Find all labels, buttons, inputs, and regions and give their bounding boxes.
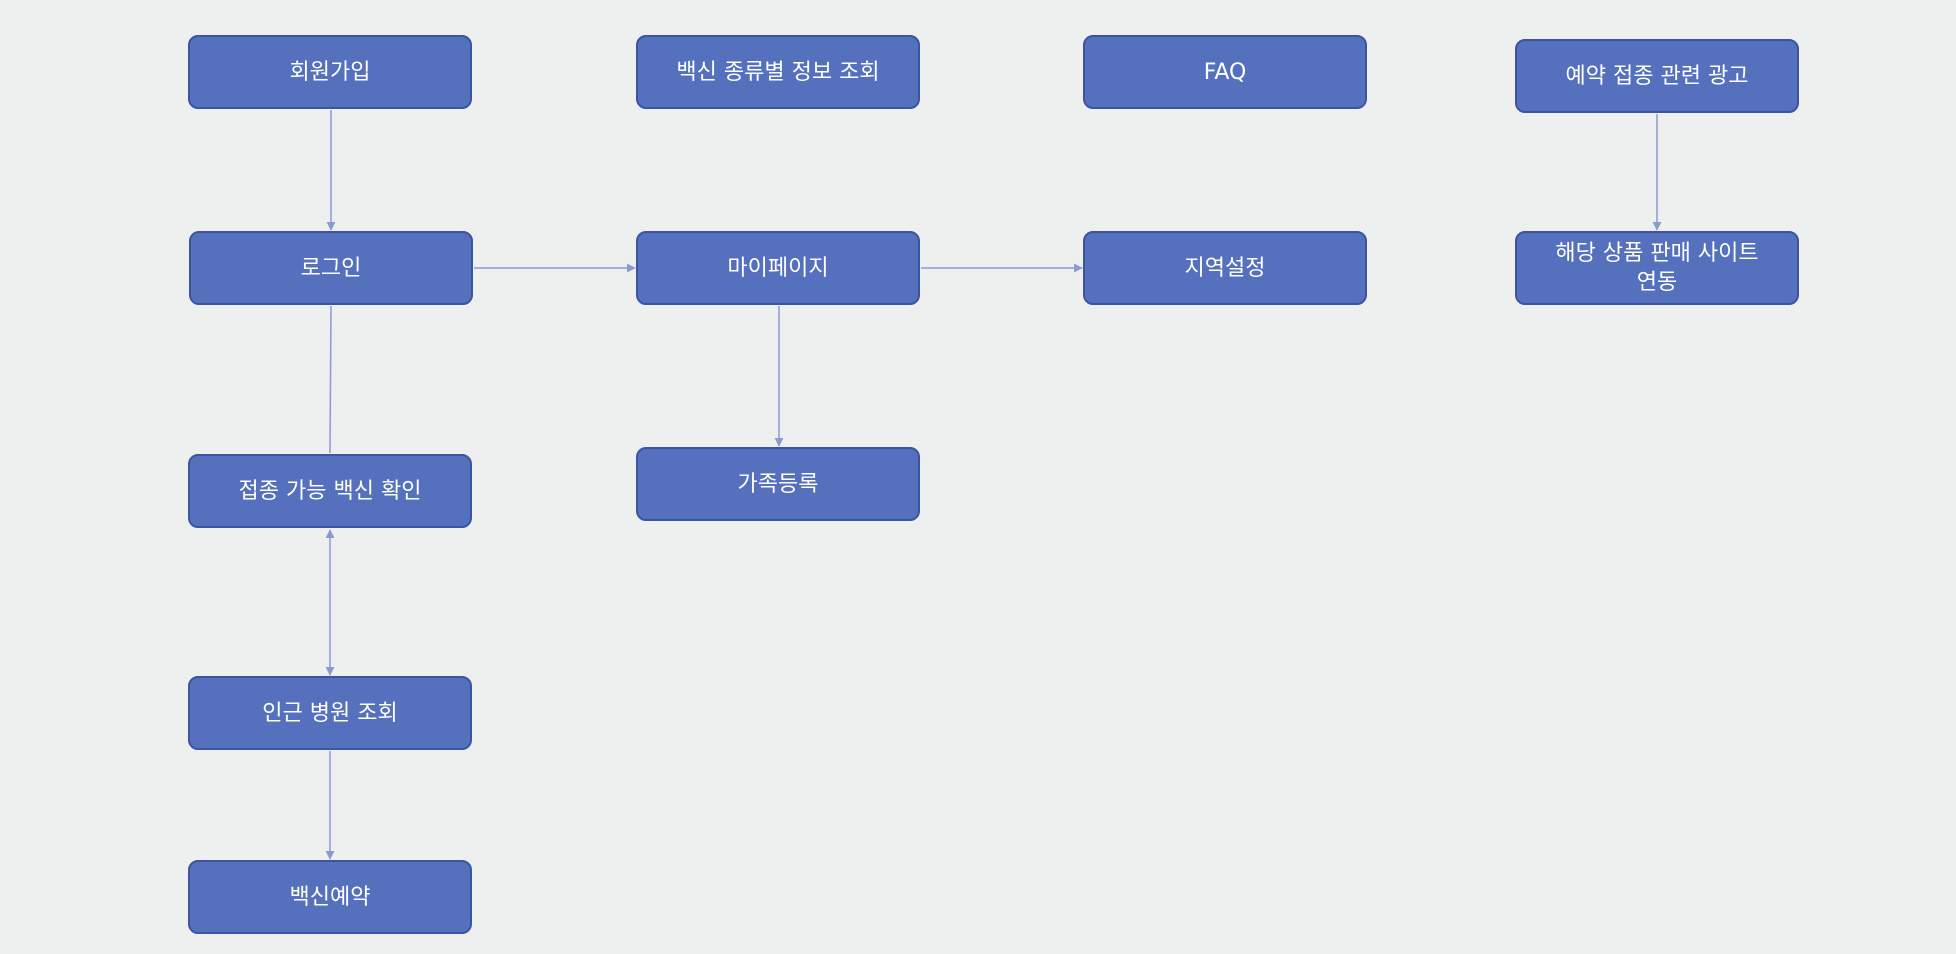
node-signup-label: 회원가입 — [289, 59, 371, 85]
node-faq: FAQ — [1083, 35, 1367, 109]
node-ad-label: 예약 접종 관련 광고 — [1565, 63, 1749, 89]
node-region: 지역설정 — [1083, 231, 1367, 305]
node-login-label: 로그인 — [300, 255, 362, 281]
node-signup: 회원가입 — [188, 35, 472, 109]
node-faq-label: FAQ — [1203, 59, 1247, 85]
node-nearby-hospital-label: 인근 병원 조회 — [262, 700, 398, 726]
node-family: 가족등록 — [636, 447, 920, 521]
node-region-label: 지역설정 — [1184, 255, 1266, 281]
node-mypage-label: 마이페이지 — [727, 255, 829, 281]
node-vaccine-info: 백신 종류별 정보 조회 — [636, 35, 920, 109]
node-available-vaccine-label: 접종 가능 백신 확인 — [238, 478, 422, 504]
node-login: 로그인 — [189, 231, 473, 305]
node-vaccine-reservation-label: 백신예약 — [289, 884, 371, 910]
node-mypage: 마이페이지 — [636, 231, 920, 305]
node-shop-link: 해당 상품 판매 사이트 연동 — [1515, 231, 1799, 305]
node-vaccine-info-label: 백신 종류별 정보 조회 — [676, 59, 880, 85]
node-ad: 예약 접종 관련 광고 — [1515, 39, 1799, 113]
edge-login-to-available-vaccine — [329, 305, 332, 454]
node-shop-link-label: 해당 상품 판매 사이트 연동 — [1555, 241, 1759, 295]
node-available-vaccine: 접종 가능 백신 확인 — [188, 454, 472, 528]
node-vaccine-reservation: 백신예약 — [188, 860, 472, 934]
node-nearby-hospital: 인근 병원 조회 — [188, 676, 472, 750]
node-family-label: 가족등록 — [737, 471, 819, 497]
